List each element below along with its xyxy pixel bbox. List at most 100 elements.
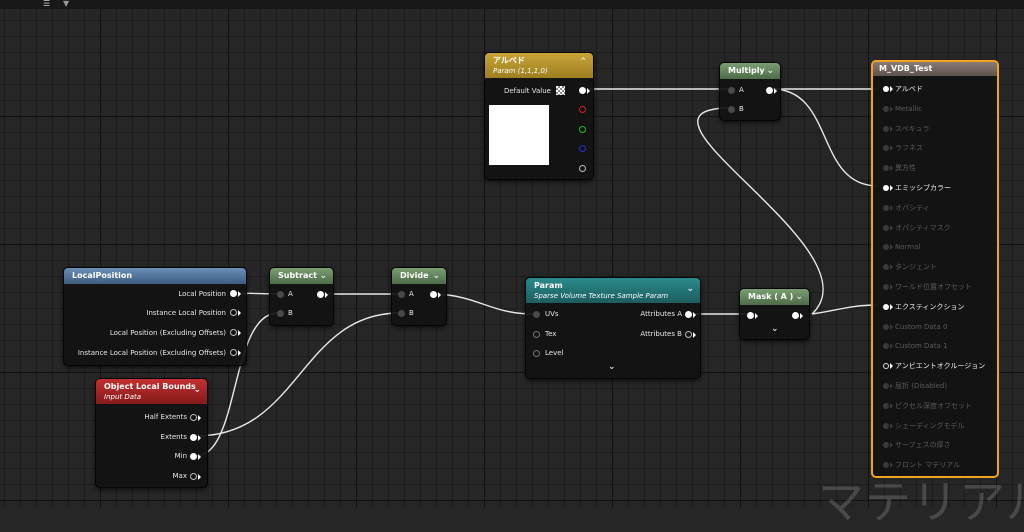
input-pin-b[interactable] [398, 310, 405, 317]
watermark: マテリアル [818, 475, 1024, 529]
collapse-icon[interactable]: ⌃ [579, 57, 587, 67]
output-pin[interactable] [430, 291, 437, 298]
chevron-down-icon[interactable]: ⌄ [319, 271, 327, 281]
divide-node[interactable]: Divide ⌄ A B [391, 267, 447, 326]
chevron-down-icon[interactable]: ⌄ [432, 271, 440, 281]
material-pin[interactable]: アンビエントオクルージョン [881, 360, 985, 372]
pin-arrow-icon [890, 105, 893, 112]
pin-dot-icon[interactable] [883, 442, 889, 449]
output-pin-attributes-b[interactable] [685, 331, 692, 338]
output-pin-half-extents[interactable] [190, 414, 197, 421]
pin-dot-icon[interactable] [883, 383, 889, 389]
mask-node[interactable]: Mask ( A ) ⌄ ⌄ [739, 288, 810, 340]
albedo-param-node[interactable]: アルベド Param (1,1,1,0) ⌃ Default Value [484, 52, 594, 180]
input-pin-uvs[interactable] [533, 311, 540, 318]
pin-dot-icon[interactable] [883, 264, 889, 271]
multiply-node[interactable]: Multiply ⌄ A B [719, 62, 781, 121]
node-header: アルベド Param (1,1,1,0) ⌃ [485, 53, 593, 78]
output-pin-r[interactable] [579, 106, 586, 113]
pin-dot-icon[interactable] [883, 185, 889, 191]
pin-dot-icon[interactable] [883, 105, 889, 112]
input-pin-b[interactable] [277, 310, 284, 317]
output-pin-max[interactable] [190, 473, 197, 480]
pin-dot-icon[interactable] [883, 462, 889, 469]
output-pin-b[interactable] [579, 145, 586, 152]
object-local-bounds-node[interactable]: Object Local Bounds Input Data ⌄ Half Ex… [95, 378, 208, 488]
material-pin[interactable]: Custom Data 1 [881, 340, 947, 352]
material-pin[interactable]: シェーディングモデル [881, 420, 965, 432]
material-pin[interactable]: エミッシブカラー [881, 182, 951, 194]
input-pin-a[interactable] [728, 87, 735, 94]
material-pin[interactable]: フロント マテリアル [881, 459, 960, 471]
output-pin-local-position[interactable] [230, 290, 237, 297]
pin-arrow-icon [890, 264, 893, 271]
material-pin[interactable]: ピクセル深度オフセット [881, 400, 972, 412]
material-pin[interactable]: タンジェント [881, 261, 937, 273]
expand-icon[interactable]: ⌄ [771, 324, 779, 334]
material-pin[interactable]: サーフェスの厚さ [881, 439, 951, 451]
output-pin-min[interactable] [190, 453, 197, 460]
pin-dot-icon[interactable] [883, 402, 889, 409]
output-pin[interactable] [766, 87, 773, 94]
pin-dot-icon[interactable] [883, 363, 889, 370]
pin-dot-icon[interactable] [883, 284, 889, 290]
input-pin-tex[interactable] [533, 331, 540, 338]
pin-dot-icon[interactable] [883, 224, 889, 231]
pin-dot-icon[interactable] [883, 204, 889, 211]
chevron-down-icon[interactable]: ▼ [63, 0, 70, 8]
material-pin-label: スペキュラ [895, 124, 930, 133]
input-pin[interactable] [747, 312, 754, 319]
output-pin-instance-local-position[interactable] [230, 309, 237, 316]
material-pin[interactable]: オパシティマスク [881, 222, 951, 234]
pin-dot-icon[interactable] [883, 343, 889, 350]
color-swatch-icon[interactable] [556, 86, 565, 95]
pin-dot-icon[interactable] [883, 303, 889, 310]
material-pin[interactable]: ラフネス [881, 142, 923, 154]
input-pin-b[interactable] [728, 106, 735, 113]
node-header: Object Local Bounds Input Data ⌄ [96, 379, 207, 404]
pin-dot-icon[interactable] [883, 86, 889, 92]
pin-dot-icon[interactable] [883, 165, 889, 172]
local-position-node[interactable]: LocalPosition Local Position Instance Lo… [63, 267, 247, 366]
pin-dot-icon[interactable] [883, 125, 889, 132]
material-pin[interactable]: エクスティンクション [881, 301, 964, 313]
output-pin-extents[interactable] [190, 434, 197, 441]
expand-icon[interactable]: ⌄ [608, 362, 616, 372]
material-pin[interactable]: 屈折 (Disabled) [881, 380, 947, 392]
chevron-down-icon[interactable]: ⌄ [766, 66, 774, 76]
color-preview [489, 105, 549, 165]
material-pin[interactable]: Metallic [881, 103, 922, 115]
input-pin-a[interactable] [277, 291, 284, 298]
pin-dot-icon[interactable] [883, 244, 889, 251]
pin-arrow-icon [325, 292, 328, 298]
material-pin[interactable]: 異方性 [881, 162, 916, 174]
output-pin[interactable] [317, 291, 324, 298]
pin-arrow-icon [693, 332, 696, 338]
output-pin-attributes-a[interactable] [685, 311, 692, 318]
output-pin-a[interactable] [579, 165, 586, 172]
input-pin-level[interactable] [533, 350, 540, 357]
chevron-down-icon[interactable]: ⌄ [686, 284, 694, 294]
output-pin[interactable] [792, 312, 799, 319]
material-pin[interactable]: ワールド位置オフセット [881, 281, 972, 293]
pin-dot-icon[interactable] [883, 323, 889, 330]
material-pin[interactable]: アルベド [881, 83, 923, 95]
output-pin-rgba[interactable] [579, 87, 586, 94]
pin-arrow-icon [587, 88, 590, 94]
svt-param-node[interactable]: Param Sparse Volume Texture Sample Param… [525, 277, 701, 379]
pin-dot-icon[interactable] [883, 422, 889, 429]
output-pin-g[interactable] [579, 126, 586, 133]
output-pin-local-position-excl[interactable] [230, 329, 237, 336]
menu-icon[interactable]: ☰ [43, 0, 51, 8]
chevron-down-icon[interactable]: ⌄ [795, 292, 803, 302]
input-pin-a[interactable] [398, 291, 405, 298]
material-pin[interactable]: スペキュラ [881, 123, 930, 135]
subtract-node[interactable]: Subtract ⌄ A B [269, 267, 334, 326]
material-pin[interactable]: Custom Data 0 [881, 321, 947, 333]
chevron-down-icon[interactable]: ⌄ [193, 385, 201, 395]
material-pin[interactable]: Normal [881, 241, 920, 253]
output-pin-instance-local-position-excl[interactable] [230, 349, 237, 356]
material-pin[interactable]: オパシティ [881, 202, 930, 214]
pin-dot-icon[interactable] [883, 145, 889, 152]
